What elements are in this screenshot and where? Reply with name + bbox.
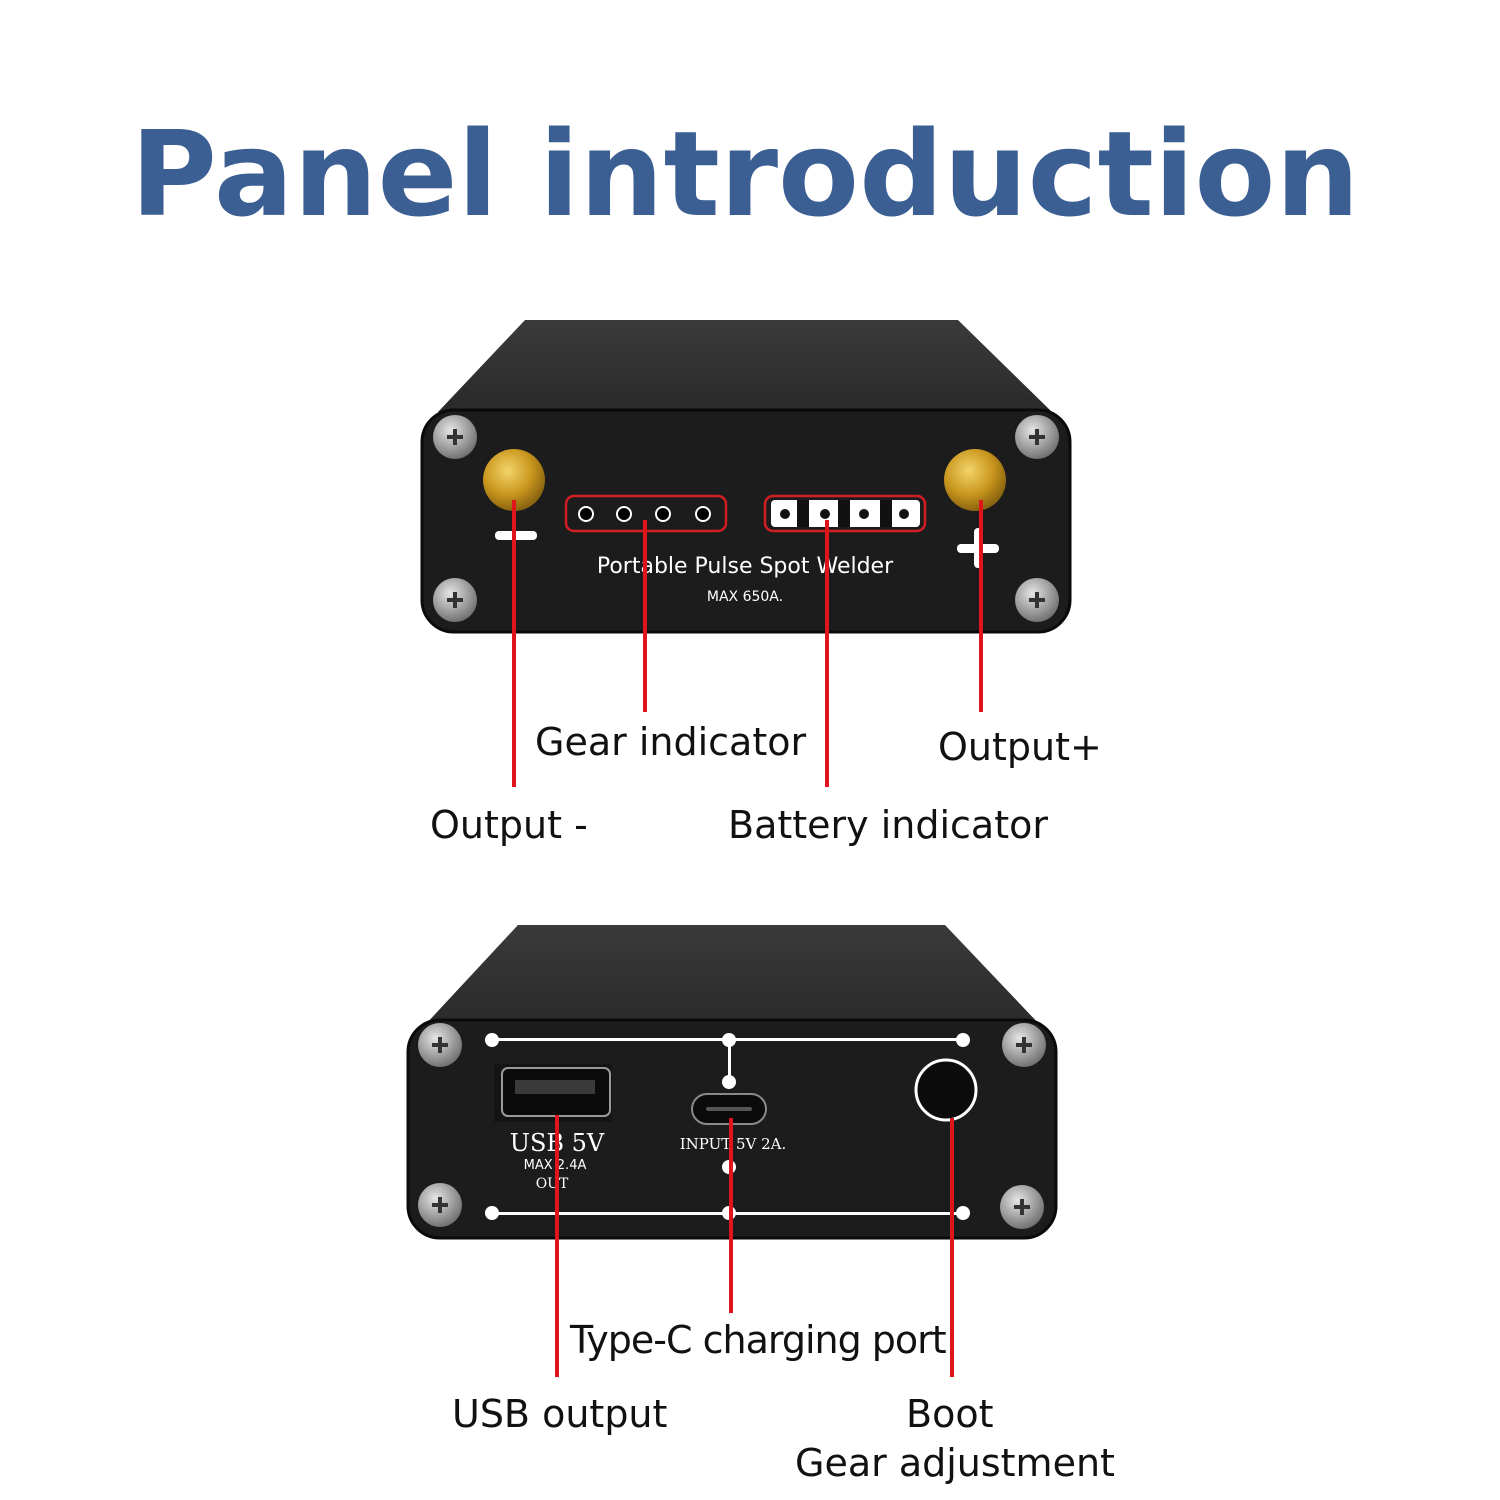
rear-callout-lines — [555, 1115, 954, 1377]
screw-icon — [418, 1023, 1046, 1229]
usb-port — [494, 1064, 612, 1122]
front-face — [420, 408, 1072, 634]
power-button — [914, 1058, 978, 1122]
front-panel-device: Portable Pulse Spot Welder MAX 650A. — [420, 320, 1072, 634]
label-typec-port: Type-C charging port — [569, 1318, 946, 1362]
screw-icon — [433, 415, 1059, 622]
label-gear-indicator: Gear indicator — [535, 720, 806, 764]
product-name: Portable Pulse Spot Welder — [597, 554, 894, 579]
battery-indicator-leds — [763, 494, 927, 533]
front-callout-lines — [512, 500, 983, 787]
label-output-plus: Output+ — [938, 725, 1102, 769]
output-plus-terminal — [944, 449, 1006, 511]
output-minus-terminal — [483, 449, 545, 511]
device-top-face — [425, 925, 1040, 1025]
label-battery-indicator: Battery indicator — [728, 803, 1048, 847]
label-gear-adjustment: Gear adjustment — [795, 1441, 1115, 1485]
label-output-minus: Output - — [430, 803, 588, 847]
label-usb-output: USB output — [452, 1392, 667, 1436]
max-current-rating: MAX 650A. — [707, 589, 783, 605]
page-title: Panel introduction — [131, 105, 1360, 243]
device-top-face — [438, 320, 1052, 412]
usb-out-text: OUT — [536, 1176, 569, 1192]
label-boot: Boot — [906, 1392, 993, 1436]
